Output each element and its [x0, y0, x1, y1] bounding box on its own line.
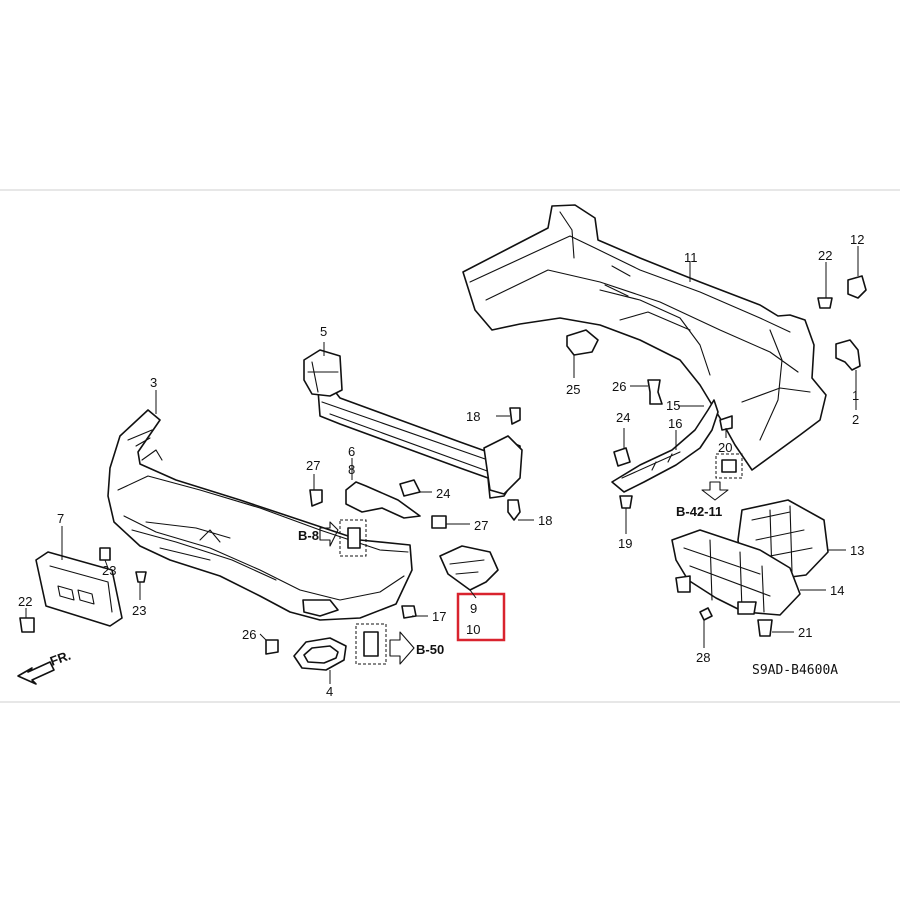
callout-22-rear: 22	[818, 248, 832, 263]
b50-clip	[363, 631, 379, 657]
b42-arrow	[701, 481, 729, 501]
callout-8: 8	[348, 462, 355, 477]
license-plate-base	[35, 551, 123, 627]
b42-clip	[721, 459, 737, 473]
callout-25: 25	[566, 382, 580, 397]
rear-fastener-26	[647, 379, 663, 405]
rear-side-clip	[817, 275, 867, 371]
b50-arrow	[389, 631, 415, 665]
rear-bolts	[699, 607, 773, 640]
callout-28: 28	[696, 650, 710, 665]
callout-6: 6	[348, 444, 355, 459]
plate-fasteners	[19, 547, 147, 633]
front-arrow	[17, 661, 55, 685]
callout-9: 9	[470, 601, 477, 616]
callout-19: 19	[618, 536, 632, 551]
front-label: FR.	[48, 648, 73, 669]
callout-24-rear: 24	[616, 410, 630, 425]
callout-27-upper: 27	[306, 458, 320, 473]
b50-inset-box	[355, 623, 387, 665]
leader-lines	[25, 246, 859, 684]
ref-b8: B-8	[298, 528, 319, 543]
callout-22-front: 22	[18, 594, 32, 609]
callout-14: 14	[830, 583, 844, 598]
ref-b42-11: B-42-11	[676, 504, 722, 519]
callout-17: 17	[432, 609, 446, 624]
rear-bumper-beam	[671, 529, 801, 616]
callout-16: 16	[668, 416, 682, 431]
callout-20: 20	[718, 440, 732, 455]
callout-7: 7	[57, 511, 64, 526]
callout-11: 11	[684, 250, 698, 265]
callout-2: 2	[852, 412, 859, 427]
callout-18-upper: 18	[466, 409, 480, 424]
front-lower-grille	[293, 637, 347, 671]
callout-27-lower: 27	[474, 518, 488, 533]
rear-bracket-25	[566, 329, 599, 356]
diagram-code: S9AD-B4600A	[752, 663, 838, 678]
callout-24-front: 24	[436, 486, 450, 501]
front-bumper-cover	[107, 409, 413, 621]
rear-bumper-cover	[462, 204, 827, 471]
callout-5: 5	[320, 324, 327, 339]
ref-b50: B-50	[416, 642, 444, 657]
b8-arrow	[319, 521, 339, 547]
callout-23-left: 23	[102, 563, 116, 578]
callout-21: 21	[798, 625, 812, 640]
b8-clip	[347, 527, 361, 549]
highlight-box	[456, 592, 506, 642]
callout-13: 13	[850, 543, 864, 558]
callout-4: 4	[326, 684, 333, 699]
callout-10: 10	[466, 622, 480, 637]
b42-inset-box	[715, 453, 743, 479]
b8-inset-box	[339, 519, 367, 557]
front-side-bracket	[309, 407, 521, 529]
callout-15: 15	[666, 398, 680, 413]
callout-3: 3	[150, 375, 157, 390]
front-side-bracket-9-10	[439, 545, 499, 591]
callout-18-lower: 18	[538, 513, 552, 528]
front-lower-fasteners	[265, 605, 417, 655]
callout-23-right: 23	[132, 603, 146, 618]
callout-1: 1	[852, 388, 859, 403]
rear-side-bracket	[611, 399, 733, 509]
callout-12: 12	[850, 232, 864, 247]
callout-26-front: 26	[242, 627, 256, 642]
front-bumper-beam	[303, 349, 523, 499]
callout-26-rear: 26	[612, 379, 626, 394]
